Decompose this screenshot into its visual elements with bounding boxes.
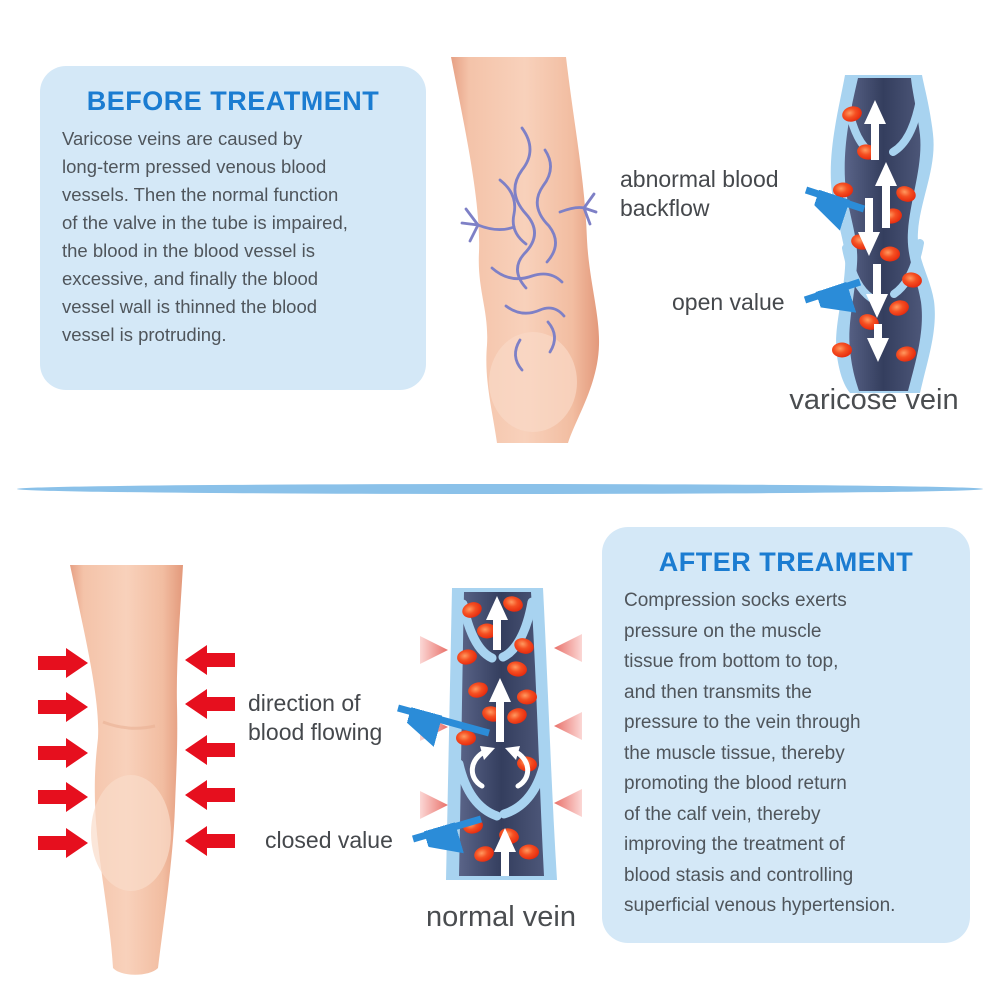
before-body-text: Varicose veins are caused by long-term p…	[62, 128, 348, 345]
varicose-vein-diagram	[830, 75, 935, 393]
after-info-box: AFTER TREAMENT Compression socks exerts …	[602, 527, 970, 943]
normal-vein-diagram	[420, 588, 582, 880]
calf-highlight	[91, 775, 171, 891]
label-closed-valve: closed value	[265, 827, 393, 853]
caption-varicose-vein: varicose vein	[789, 384, 959, 416]
pressure-ticks-right	[554, 634, 582, 817]
caption-normal-vein: normal vein	[426, 901, 576, 933]
before-title: BEFORE TREATMENT	[86, 86, 380, 116]
compression-arrows-right	[185, 645, 235, 856]
swirl-arrowheads	[480, 746, 520, 760]
pressure-ticks-left	[420, 636, 448, 819]
calf-highlight	[489, 332, 577, 432]
label-blood-flow-direction: direction of blood flowing	[248, 690, 383, 745]
compression-arrows-left	[38, 648, 88, 858]
label-abnormal-blood-backflow: abnormal blood backflow	[620, 166, 779, 221]
varicose-leg-illustration	[451, 57, 600, 443]
flow-direction-arrows	[858, 100, 897, 362]
after-body-text: Compression socks exerts pressure on the…	[624, 590, 896, 916]
compressed-leg-illustration	[38, 565, 235, 975]
label-open-valve: open value	[672, 289, 785, 315]
flow-direction-arrows	[486, 596, 516, 876]
varicose-veins-squiggles	[460, 126, 598, 372]
before-info-box: BEFORE TREATMENT Varicose veins are caus…	[40, 66, 426, 390]
after-title: AFTER TREAMENT	[658, 547, 914, 577]
section-divider	[17, 484, 983, 494]
knee-crease	[102, 720, 156, 730]
leg-shape	[70, 565, 183, 975]
